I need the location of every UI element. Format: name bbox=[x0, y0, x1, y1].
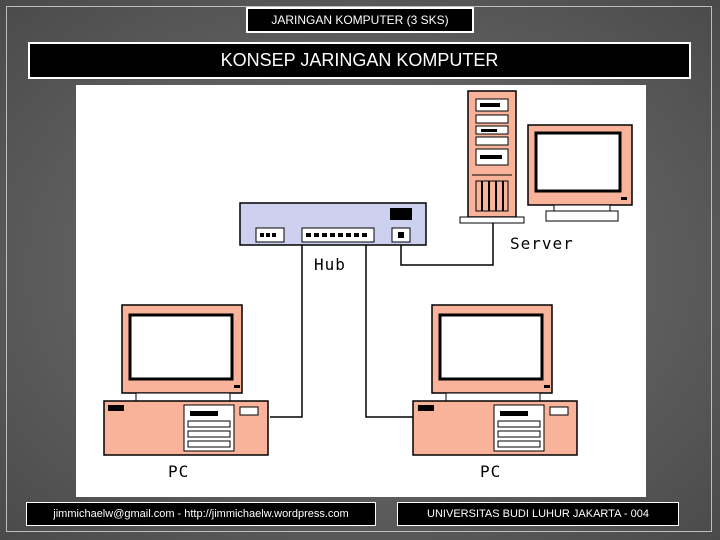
slide-frame bbox=[6, 6, 712, 532]
footer-institution: UNIVERSITAS BUDI LUHUR JAKARTA - 004 bbox=[397, 502, 679, 526]
server-label: Server bbox=[510, 234, 574, 253]
pc-left-label: PC bbox=[168, 462, 189, 481]
course-title: JARINGAN KOMPUTER (3 SKS) bbox=[246, 7, 474, 33]
hub-device bbox=[239, 202, 427, 246]
server-tower bbox=[459, 90, 525, 224]
hub-label: Hub bbox=[314, 255, 346, 274]
network-diagram: Hub Server PC PC bbox=[76, 85, 646, 497]
slide-title: KONSEP JARINGAN KOMPUTER bbox=[28, 42, 691, 79]
cable-hub-pc-right bbox=[365, 237, 413, 418]
pc-left bbox=[103, 304, 269, 456]
pc-right-label: PC bbox=[480, 462, 501, 481]
cable-hub-pc-left bbox=[270, 237, 303, 418]
server-monitor bbox=[527, 124, 633, 222]
footer-contact: jimmichaelw@gmail.com - http://jimmichae… bbox=[26, 502, 376, 526]
network-diagram-svg: Hub Server PC PC bbox=[103, 90, 633, 481]
pc-right bbox=[412, 304, 578, 456]
network-cables bbox=[270, 205, 494, 418]
cable-hub-server bbox=[400, 205, 494, 266]
